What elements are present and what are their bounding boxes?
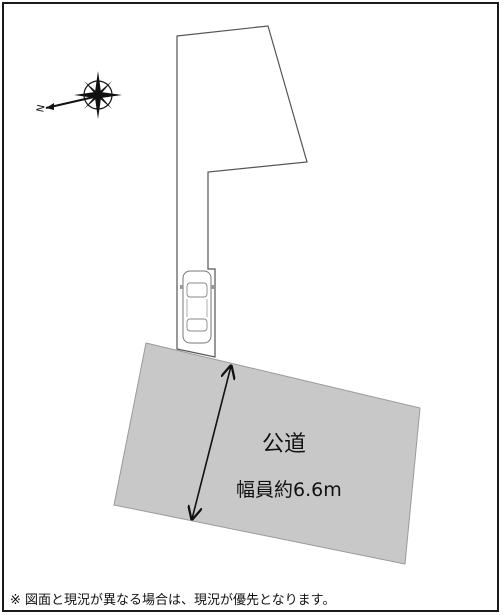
road-width-label: 幅員約6.6m: [236, 479, 342, 501]
road-name-label: 公道: [262, 432, 306, 457]
compass-north-label: N: [35, 104, 47, 114]
road-width-arrow: [192, 366, 231, 519]
car-icon: [180, 270, 214, 344]
disclaimer-note: ※ 図面と現況が異なる場合は、現況が優先となります。: [10, 593, 336, 608]
compass-icon: [45, 71, 122, 119]
